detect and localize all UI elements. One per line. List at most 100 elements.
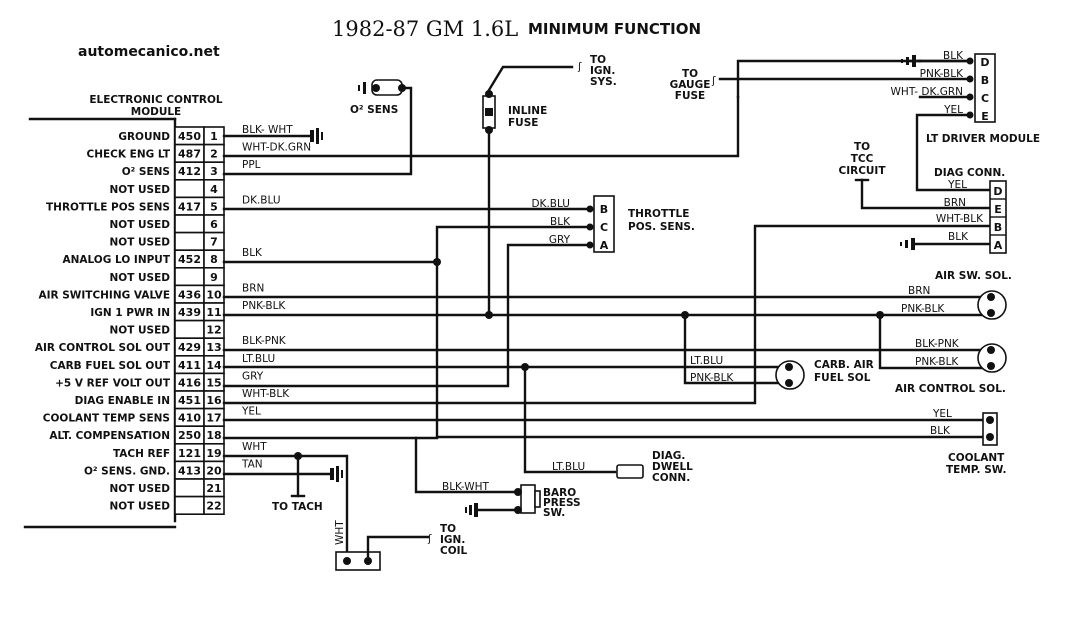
- air-sw-wire-2: PNK-BLK: [901, 303, 945, 315]
- carb-label-2: FUEL SOL: [814, 372, 871, 384]
- pin-function: NOT USED: [109, 501, 170, 513]
- circuit-number: 439: [178, 306, 201, 319]
- tcc-label-3: CIRCUIT: [839, 165, 887, 177]
- carb-wire-1: LT.BLU: [690, 355, 723, 367]
- tps-label-2: POS. SENS.: [628, 221, 695, 233]
- ecm-header-1: ELECTRONIC CONTROL: [89, 94, 223, 106]
- pin-function: +5 V REF VOLT OUT: [55, 377, 171, 389]
- ecm-pin-row: O² SENS 412 3 PPL: [122, 159, 261, 181]
- to-ign-sys-2: IGN.: [590, 65, 615, 77]
- dwell-label-2: DWELL: [652, 461, 693, 473]
- to-ign-sys-3: SYS.: [590, 76, 617, 88]
- air-sw-sol: [977, 290, 1007, 320]
- tps-pin-b: B: [600, 203, 608, 216]
- pin-number: 6: [210, 218, 218, 231]
- squiggle-ign: ʃ: [577, 61, 582, 73]
- pin-number: 22: [206, 500, 221, 513]
- pin-function: GROUND: [118, 131, 170, 143]
- pin-number: 1: [210, 130, 218, 143]
- wire-pin2: [222, 59, 922, 158]
- pin-wire-color: TAN: [241, 458, 263, 470]
- gauge-label-1: TO: [682, 68, 698, 80]
- gauge-label-3: FUSE: [675, 90, 705, 102]
- circuit-number: 436: [178, 288, 201, 301]
- air-sw-sol-label: AIR SW. SOL.: [935, 270, 1012, 282]
- pin-number: 20: [206, 464, 222, 477]
- wire-baro: [414, 436, 517, 494]
- pin-number: 21: [206, 482, 221, 495]
- pin-wire-color: PPL: [242, 159, 261, 171]
- wire-tcc-brn: [860, 178, 992, 210]
- diag-pin-b: B: [994, 221, 1002, 234]
- diag-wire-e: BRN: [944, 197, 966, 209]
- ltdm-pin-e: E: [981, 110, 989, 123]
- circuit-number: 452: [178, 253, 201, 266]
- circuit-number: 250: [178, 429, 201, 442]
- pin-number: 16: [206, 394, 222, 407]
- o2-sensor-label: O² SENS: [350, 104, 398, 116]
- diag-conn-label: DIAG CONN.: [934, 167, 1005, 179]
- baro-wire-label: BLK-WHT: [442, 481, 489, 493]
- ecm-header-2: MODULE: [131, 106, 181, 118]
- circuit-number: 413: [178, 464, 201, 477]
- pin-function: ANALOG LO INPUT: [62, 254, 170, 266]
- pin-function: TACH REF: [113, 448, 170, 460]
- pin-function: AIR CONTROL SOL OUT: [35, 342, 171, 354]
- ground-icon: [465, 503, 478, 517]
- baro-label-3: SW.: [543, 507, 565, 519]
- pin-number: 9: [210, 271, 218, 284]
- circuit-cell: [174, 179, 205, 199]
- pin-function: COOLANT TEMP SENS: [43, 413, 170, 425]
- ground-icon: [900, 238, 915, 250]
- pin-wire-color: WHT-BLK: [242, 388, 290, 400]
- diag-wire-d: YEL: [947, 179, 967, 191]
- ltdm-wire-d: BLK: [943, 50, 964, 62]
- tps-pin-c: C: [600, 221, 608, 234]
- title-serif: 1982-87 GM 1.6L: [332, 17, 518, 41]
- squiggle-coil: ʃ: [427, 533, 432, 545]
- air-sw-wire-1: BRN: [908, 285, 930, 297]
- inline-fuse: [482, 90, 496, 134]
- pin-wire-color: WHT-DK.GRN: [242, 142, 311, 154]
- circuit-number: 412: [178, 165, 201, 178]
- diag-wire-b: WHT-BLK: [936, 213, 984, 225]
- dwell-label-1: DIAG.: [652, 450, 685, 462]
- pin-number: 18: [206, 429, 221, 442]
- circuit-cell: [174, 319, 205, 340]
- ltdm-pin-d: D: [980, 56, 989, 69]
- title-bold: MINIMUM FUNCTION: [528, 20, 701, 38]
- diag-wire-a: BLK: [948, 231, 969, 243]
- pin-wire-color: LT.BLU: [242, 353, 275, 365]
- squiggle-gauge: ʃ: [711, 75, 716, 87]
- pin-wire-color: DK.BLU: [242, 194, 281, 206]
- wire-carb-pnkblk: [683, 313, 782, 385]
- circuit-number: 451: [178, 394, 201, 407]
- wire-pin19: [222, 454, 349, 557]
- tcc-label-1: TO: [854, 141, 870, 153]
- diag-pin-a: A: [994, 239, 1003, 252]
- tps-wire-c: BLK: [550, 216, 571, 228]
- pin-cell: [203, 495, 225, 516]
- pin-wire-color: WHT: [242, 441, 267, 453]
- inline-fuse-label-1: INLINE: [508, 105, 547, 117]
- pin-number: 3: [210, 165, 218, 178]
- wht-vertical-label: WHT: [334, 520, 346, 545]
- pin-number: 12: [206, 324, 221, 337]
- ign-coil-connector: [335, 551, 381, 571]
- pin-function: O² SENS: [122, 166, 170, 178]
- pin-wire-color: BLK- WHT: [242, 124, 293, 136]
- pin-function: NOT USED: [109, 184, 170, 196]
- pin-number: 5: [210, 200, 218, 213]
- circuit-number: 487: [178, 148, 201, 161]
